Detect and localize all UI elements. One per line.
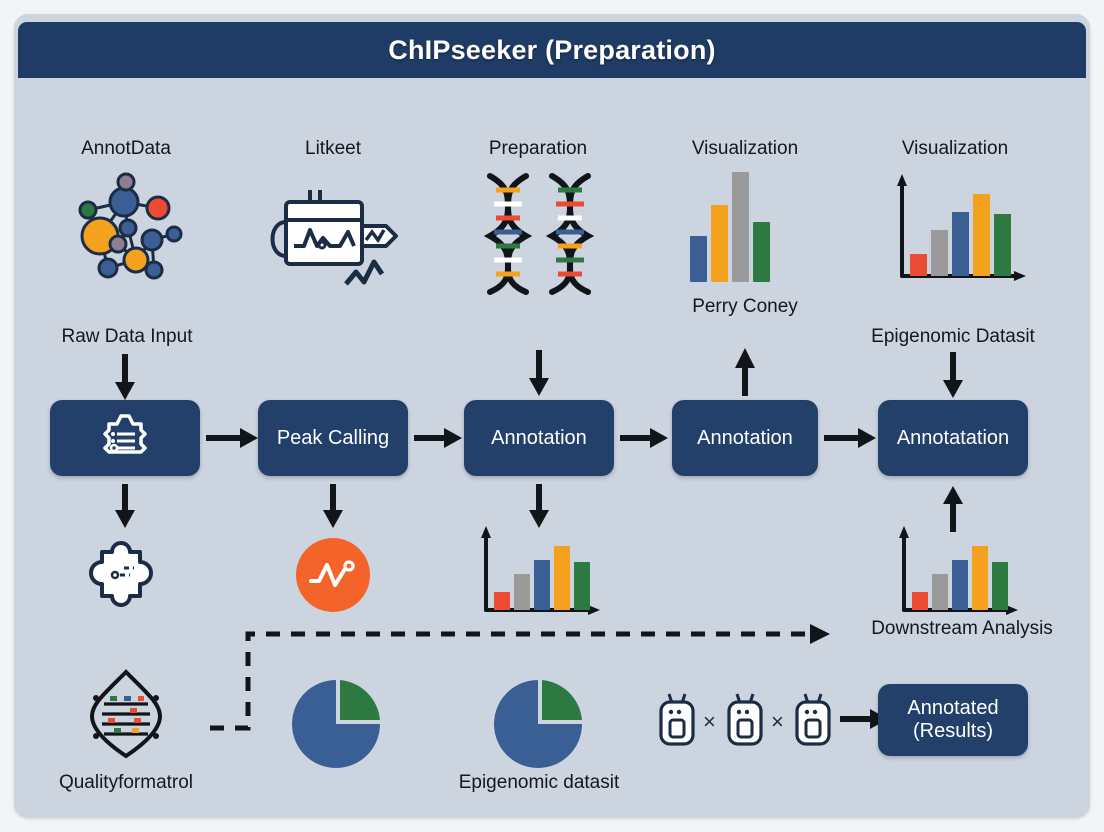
dna-double-helix-icon: [482, 170, 602, 296]
robot-container-icon-1: [655, 692, 699, 748]
peak-calling-label: Peak Calling: [276, 426, 390, 449]
epigenomic-datasit-pie-chart: [490, 676, 586, 772]
label-preparation: Preparation: [488, 138, 588, 159]
robot-container-icon-2: [723, 692, 767, 748]
arrow-down-to-annotatation: [940, 352, 966, 398]
dashed-feedback-connector: [200, 620, 840, 740]
arrow-down-to-annotation-chart: [526, 484, 552, 528]
quality-control-icon: [84, 668, 168, 760]
multiply-symbol-2: ×: [771, 709, 784, 734]
annotation-box-2-label: Annotation: [697, 426, 793, 449]
arrow-down-to-quality-icon: [112, 484, 138, 528]
annotation-box-1[interactable]: Annotation: [464, 400, 614, 476]
bar-3: [753, 222, 770, 282]
data-input-box[interactable]: [50, 400, 200, 476]
label-litkeet: Litkeet: [305, 138, 361, 159]
bar-2: [732, 172, 749, 282]
arrow-down-to-peak-icon: [320, 484, 346, 528]
peak-signal-circle-icon: [296, 538, 370, 612]
visualization-top-right-axis-chart: [888, 172, 1028, 297]
label-annot-data: AnnotData: [81, 138, 171, 159]
annotation-axis-chart: [472, 524, 612, 629]
label-epigenomic-datasit-bottom: Epigenomic datasit: [458, 772, 620, 793]
annotatation-box-label: Annotatation: [896, 426, 1010, 449]
qualityformatrol-pie-chart: [288, 676, 384, 772]
multiply-symbol-1: ×: [703, 709, 716, 734]
peak-calling-box[interactable]: Peak Calling: [258, 400, 408, 476]
label-epigenomic-datasit-top: Epigenomic Datasit: [871, 326, 1035, 347]
title-bar: ChIPseeker (Preparation): [18, 22, 1086, 78]
bar-0: [690, 236, 707, 282]
annotated-results-line-1: Annotated: [907, 697, 999, 719]
arrow-right-3: [620, 425, 668, 451]
label-visualization-2: Visualization: [901, 138, 1009, 159]
label-perry-coney: Perry Coney: [692, 296, 798, 317]
arrow-down-to-data-input: [112, 354, 138, 400]
server-document-icon: [95, 408, 155, 468]
arrow-right-4: [824, 425, 876, 451]
label-qualityformatrol: Qualityformatrol: [58, 772, 194, 793]
downstream-analysis-axis-chart: [890, 524, 1030, 629]
annotated-results-box[interactable]: Annotated (Results): [878, 684, 1028, 756]
page-title: ChIPseeker (Preparation): [388, 34, 716, 65]
arrow-right-1: [206, 425, 258, 451]
label-visualization-1: Visualization: [691, 138, 799, 159]
arrow-up-to-annotatation: [940, 486, 966, 532]
arrow-down-to-annotation-1: [526, 350, 552, 396]
bar-1: [711, 205, 728, 282]
label-downstream-analysis: Downstream Analysis: [871, 618, 1053, 639]
visualization-top-bar-chart: [690, 172, 800, 282]
annotatation-box[interactable]: Annotatation: [878, 400, 1028, 476]
robot-container-icon-3: [791, 692, 835, 748]
annotated-results-line-2: (Results): [912, 720, 993, 742]
cloud-data-badge-icon: [86, 534, 166, 614]
annotation-box-2[interactable]: Annotation: [672, 400, 818, 476]
instrument-waveform-icon: [262, 178, 402, 288]
network-graph-icon: [62, 168, 192, 288]
arrow-up-from-annotation-2: [732, 348, 758, 396]
label-raw-data-input: Raw Data Input: [61, 326, 193, 347]
annotation-box-1-label: Annotation: [491, 426, 587, 449]
arrow-right-2: [414, 425, 462, 451]
